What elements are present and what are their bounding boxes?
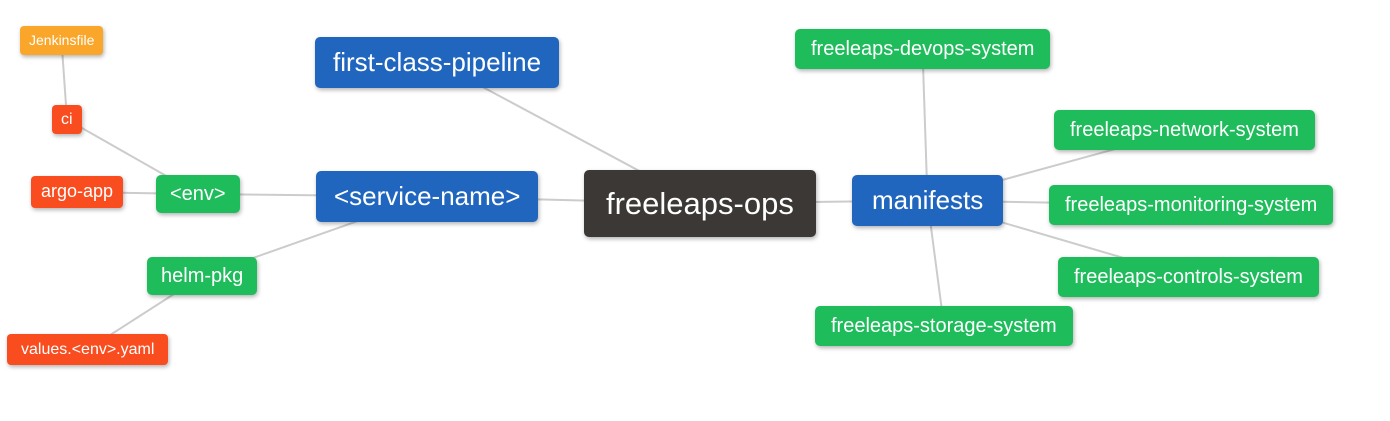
node-ci[interactable]: ci: [52, 105, 82, 135]
node-freeleaps-ops[interactable]: freeleaps-ops: [584, 170, 816, 238]
node-argo-app[interactable]: argo-app: [31, 176, 124, 208]
node-first-class-pipeline[interactable]: first-class-pipeline: [315, 37, 560, 89]
node-freeleaps-storage-system[interactable]: freeleaps-storage-system: [815, 306, 1073, 346]
node-helm-pkg[interactable]: helm-pkg: [147, 257, 258, 295]
node-freeleaps-devops-system[interactable]: freeleaps-devops-system: [795, 29, 1051, 69]
node-freeleaps-monitoring-system[interactable]: freeleaps-monitoring-system: [1049, 185, 1334, 225]
node-jenkinsfile[interactable]: Jenkinsfile: [20, 26, 104, 55]
node-values-env-yaml[interactable]: values.<env>.yaml: [7, 334, 169, 366]
node-manifests[interactable]: manifests: [852, 175, 1004, 227]
node-freeleaps-controls-system[interactable]: freeleaps-controls-system: [1058, 257, 1319, 297]
node-service-name[interactable]: <service-name>: [316, 171, 539, 223]
node-freeleaps-network-system[interactable]: freeleaps-network-system: [1054, 110, 1315, 150]
node-env[interactable]: <env>: [156, 175, 240, 213]
